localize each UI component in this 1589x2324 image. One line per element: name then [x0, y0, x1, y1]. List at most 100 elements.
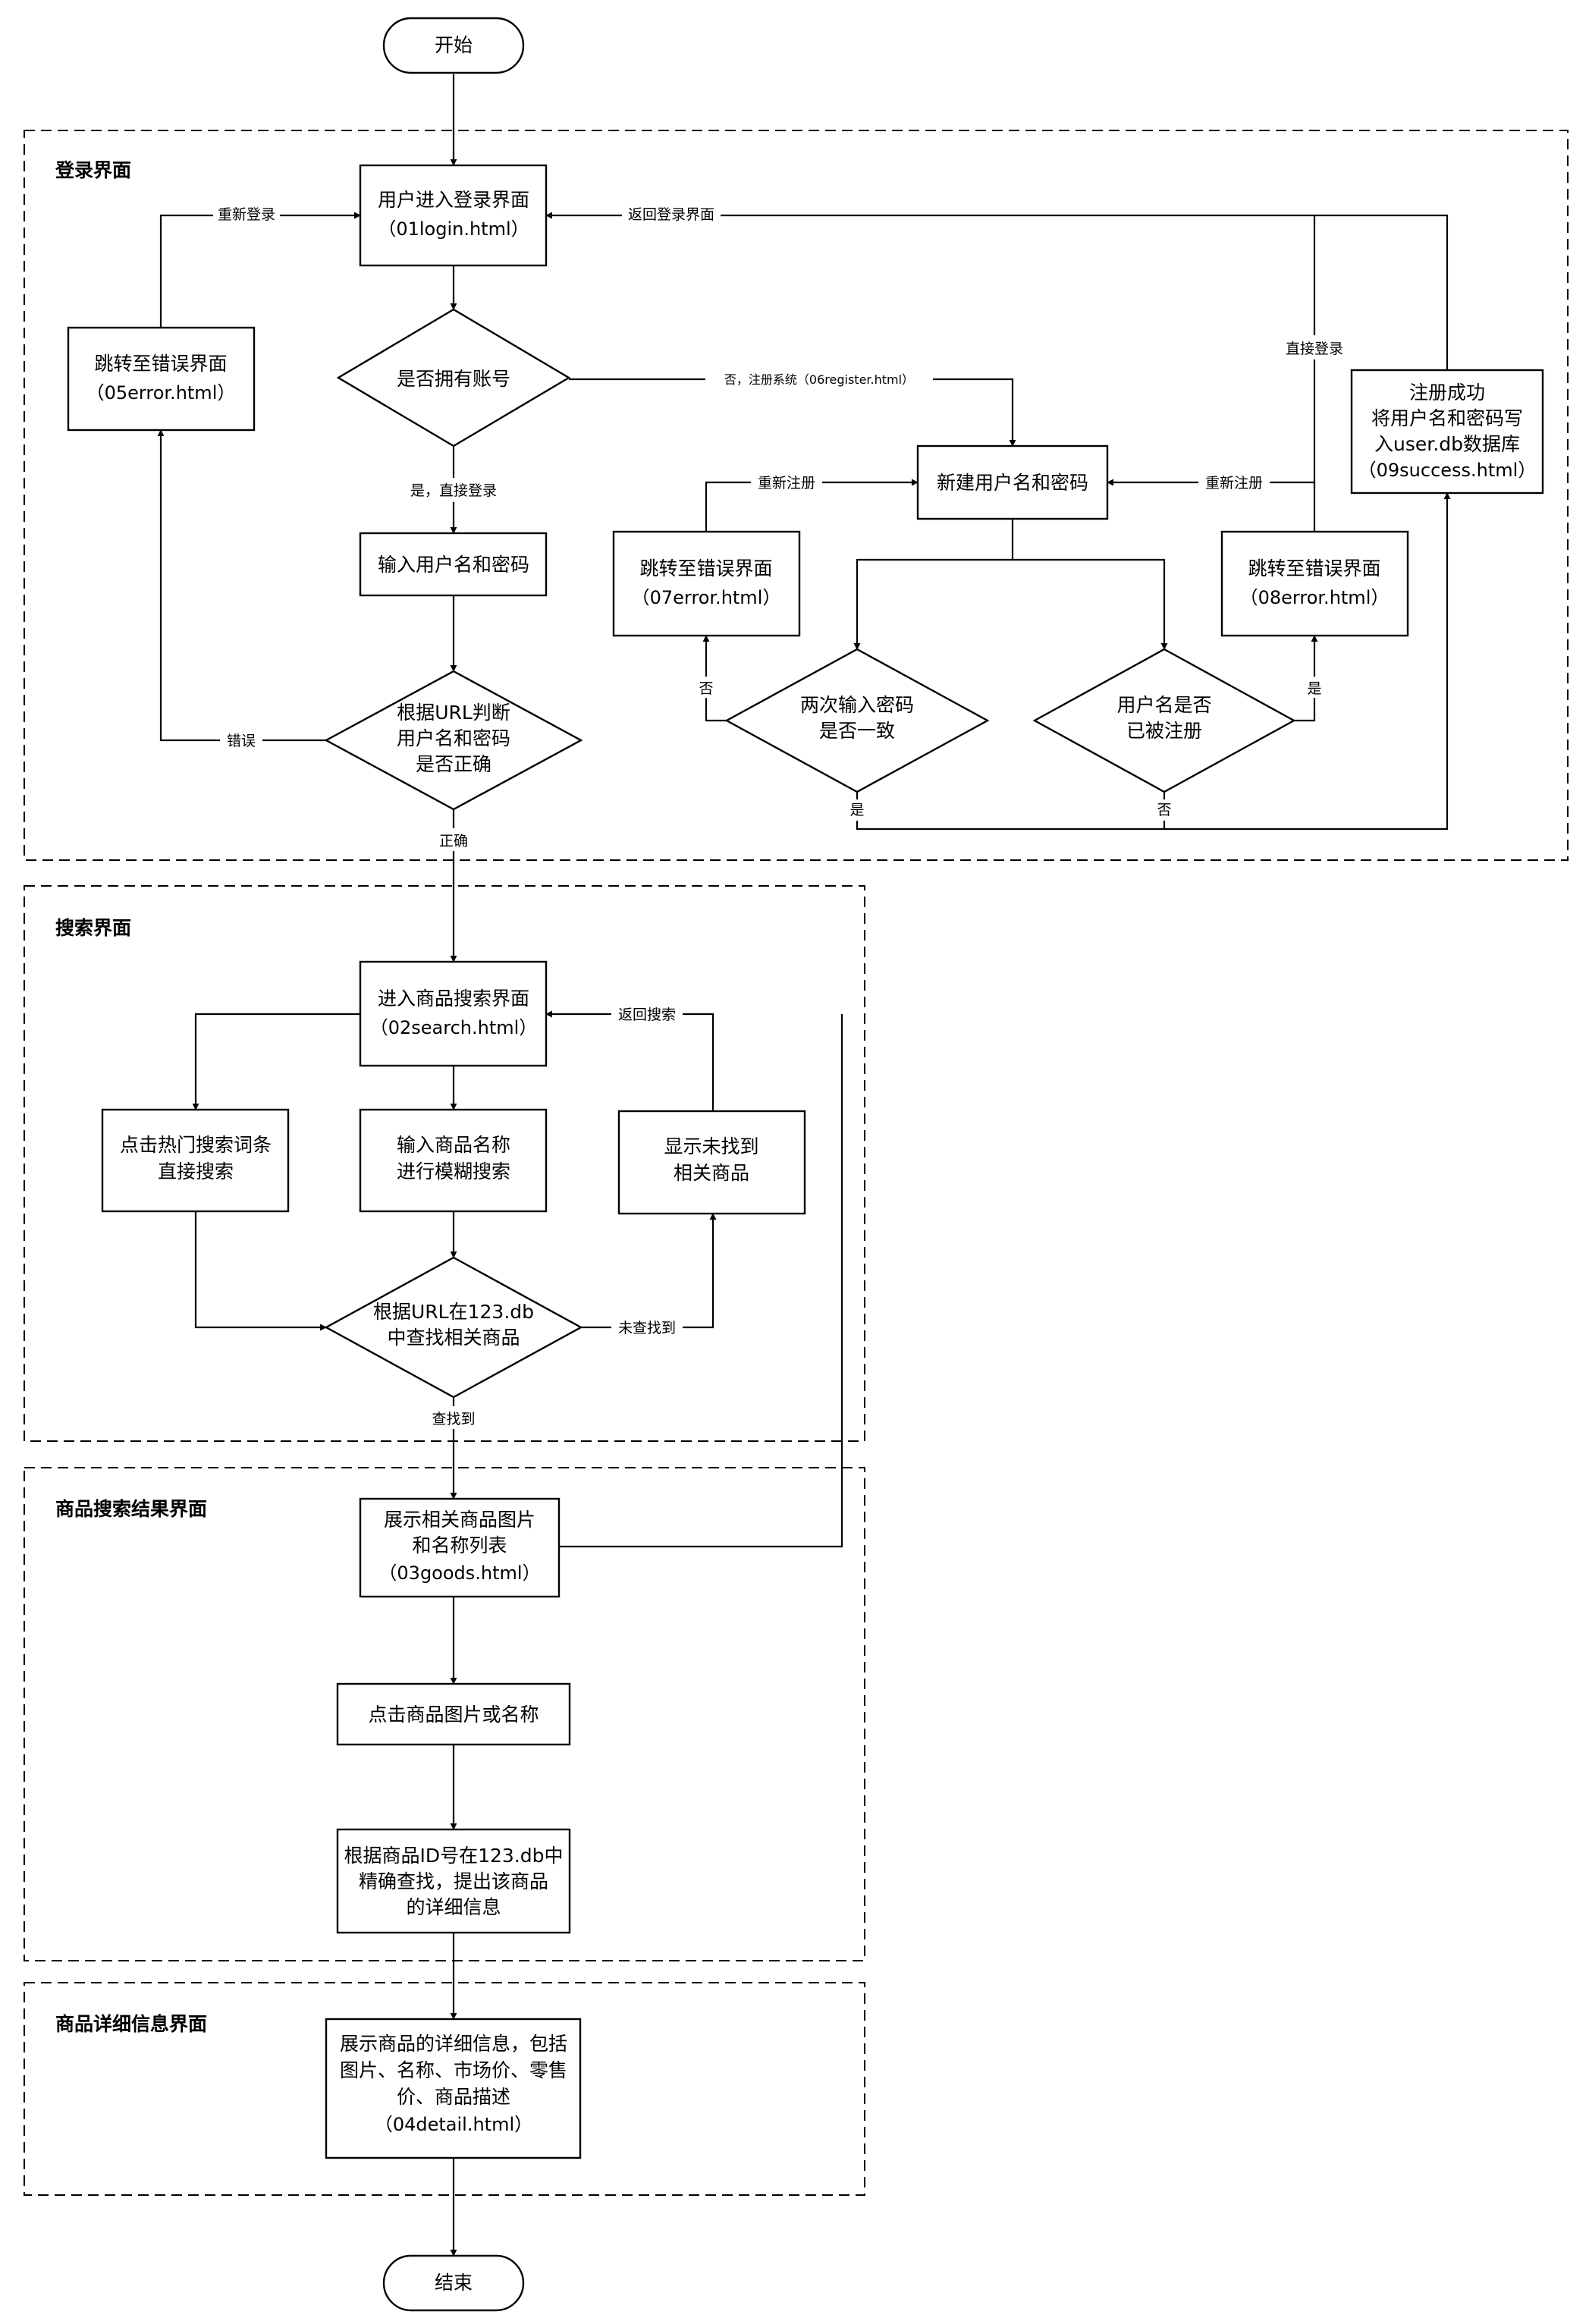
node-has-account: 是否拥有账号: [336, 308, 571, 448]
node-err07-text: 跳转至错误界面: [639, 557, 772, 579]
node-hot-search: 点击热门搜索词条 直接搜索: [101, 1108, 290, 1213]
node-fuzzy-search-text: 进行模糊搜索: [397, 1160, 510, 1182]
edge-hot-lookup: [194, 1211, 327, 1331]
node-lookup-db-text: 中查找相关商品: [387, 1327, 520, 1349]
node-start-shape: [382, 17, 525, 74]
node-login-text: （01login.html）: [378, 218, 529, 240]
node-end-text: 结束: [435, 2272, 473, 2294]
node-detail-page-text: 图片、名称、市场价、零售: [340, 2059, 567, 2081]
node-not-found: 显示未找到 相关商品: [617, 1110, 806, 1215]
node-user-registered-shape: [1032, 648, 1296, 793]
node-precise-lookup-text: 的详细信息: [406, 1896, 501, 1918]
node-precise-lookup-shape: [336, 1828, 571, 1934]
region-results-title: 商品搜索结果界面: [55, 1498, 207, 1520]
node-input-user-pwd-text: 输入用户名和密码: [378, 554, 529, 576]
node-detail-page-text: 展示商品的详细信息，包括: [340, 2033, 567, 2055]
node-search-page-shape: [359, 960, 548, 1067]
label-direct-login: 直接登录: [1286, 341, 1343, 357]
node-has-account-text: 是否拥有账号: [397, 368, 510, 390]
node-goods-list-shape: [359, 1497, 561, 1598]
node-precise-lookup-text: 精确查找，提出该商品: [359, 1870, 548, 1892]
region-results: [24, 1467, 865, 1961]
edge-label-background: [213, 202, 280, 225]
edge-err07-newuser: [705, 479, 919, 532]
label-yes-direct-login: 是，直接登录: [410, 482, 497, 499]
node-hot-search-shape: [101, 1108, 290, 1213]
edge-label-background: [751, 470, 822, 493]
node-start-text: 开始: [435, 34, 473, 56]
node-input-user-pwd: 输入用户名和密码: [359, 532, 548, 597]
edge-err05-login: [159, 212, 361, 328]
node-end-shape: [382, 2254, 525, 2312]
node-detail-page-text: 价、商品描述: [397, 2086, 510, 2108]
label-no-registered: 否: [1157, 802, 1171, 818]
node-not-found-text: 显示未找到: [664, 1135, 758, 1157]
node-lookup-db-shape: [324, 1256, 583, 1399]
node-precise-lookup-text: 根据商品ID号在123.db中: [344, 1845, 563, 1867]
region-search: [24, 885, 865, 1442]
node-detail-page-shape: [325, 2018, 582, 2159]
node-search-page: 进入商品搜索界面 （02search.html）: [359, 960, 548, 1067]
node-pwd-match-shape: [724, 648, 990, 793]
node-end: 结束: [382, 2254, 525, 2312]
node-user-registered: 用户名是否 已被注册: [1032, 648, 1296, 793]
node-search-page-text: （02search.html）: [370, 1017, 538, 1038]
edge-label-background: [622, 202, 721, 225]
node-goods-list: 展示相关商品图片 和名称列表 （03goods.html）: [359, 1497, 561, 1598]
node-err08: 跳转至错误界面 （08error.html）: [1220, 530, 1409, 637]
node-search-page-text: 进入商品搜索界面: [378, 988, 529, 1010]
label-no-pwd: 否: [699, 680, 713, 697]
edge-pwdmatch-err07: [702, 635, 727, 722]
node-check-url-shape: [324, 670, 583, 811]
label-yes-registered: 是: [1307, 680, 1321, 697]
node-precise-lookup: 根据商品ID号在123.db中 精确查找，提出该商品 的详细信息: [336, 1828, 571, 1934]
edge-newuser-pwdmatch: [853, 519, 1014, 650]
edge-label-background: [431, 828, 476, 851]
node-check-url-text: 根据URL判断: [397, 702, 510, 724]
edges: [157, 74, 1451, 2256]
node-lookup-db-text: 根据URL在123.db: [373, 1301, 534, 1323]
edge-label-background: [611, 1003, 683, 1025]
node-click-goods-shape: [336, 1682, 571, 1746]
node-check-url-text: 用户名和密码: [397, 727, 510, 749]
region-detail: [24, 1982, 865, 2196]
edge-label-background: [220, 728, 262, 751]
node-goods-list-text: 展示相关商品图片: [384, 1509, 535, 1531]
node-fuzzy-search: 输入商品名称 进行模糊搜索: [359, 1108, 548, 1213]
edge-lookup-notfound: [581, 1213, 717, 1329]
node-input-user-pwd-shape: [359, 532, 548, 597]
node-success09-text: 将用户名和密码写: [1371, 407, 1523, 429]
label-relogin: 重新登录: [218, 206, 275, 223]
node-user-registered-text: 已被注册: [1126, 720, 1202, 742]
edge-labels: 重新登录 返回登录界面 直接登录 否，注册系统（06register.html）…: [213, 202, 1352, 1429]
edge-label-background: [1305, 677, 1324, 698]
edge-goods-search: [559, 1014, 843, 1548]
node-new-user-text: 新建用户名和密码: [937, 472, 1088, 494]
node-click-goods: 点击商品图片或名称: [336, 1682, 571, 1746]
label-back-search: 返回搜索: [618, 1007, 676, 1023]
edge-label-background: [1198, 470, 1270, 493]
node-not-found-text: 相关商品: [674, 1162, 749, 1184]
node-check-url: 根据URL判断 用户名和密码 是否正确: [324, 670, 583, 811]
node-has-account-shape: [336, 308, 571, 448]
label-yes-pwd: 是: [849, 802, 864, 818]
edge-label-background: [696, 677, 716, 698]
edge-label-background: [705, 367, 933, 390]
node-pwd-match-text: 是否一致: [819, 720, 895, 742]
node-err08-text: （08error.html）: [1240, 587, 1390, 608]
region-search-title: 搜索界面: [55, 917, 131, 939]
edge-label-background: [425, 1406, 482, 1429]
region-login-title: 登录界面: [55, 159, 131, 181]
edge-label-background: [402, 478, 505, 502]
node-success09-text: 入user.db数据库: [1374, 433, 1520, 455]
edge-userreg-err08: [1294, 635, 1318, 722]
node-login-text: 用户进入登录界面: [378, 189, 529, 211]
node-not-found-shape: [617, 1110, 806, 1215]
node-user-registered-text: 用户名是否: [1116, 694, 1211, 716]
edge-label-background: [1277, 335, 1352, 360]
node-success09-shape: [1350, 369, 1544, 495]
edge-notfound-search: [545, 1010, 714, 1111]
node-hot-search-text: 点击热门搜索词条: [120, 1134, 272, 1156]
edge-label-background: [1154, 799, 1174, 821]
